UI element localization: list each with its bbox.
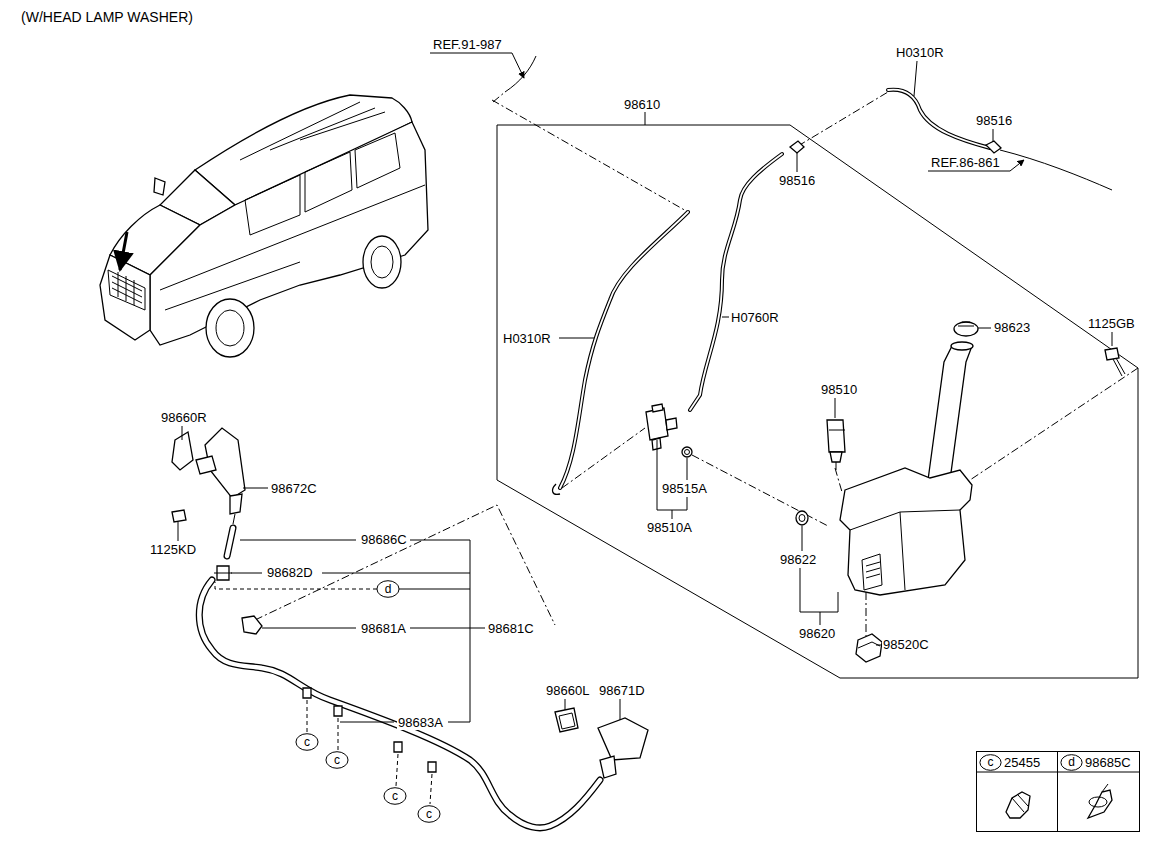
callout-letter: c: [383, 787, 407, 805]
part-label: H0760R: [730, 310, 780, 325]
callout-circle: d: [1060, 754, 1083, 771]
part-label: REF.86-861: [930, 155, 1001, 170]
part-label: 98683A: [397, 715, 444, 730]
part-label: 98520C: [882, 637, 930, 652]
callout-circle: c: [383, 787, 407, 805]
callout-letter: c: [295, 733, 319, 751]
part-label: 1125GB: [1087, 316, 1136, 331]
part-label: REF.91-987: [432, 37, 503, 52]
callout-letter: c: [325, 751, 349, 769]
part-label: 98681A: [360, 621, 407, 636]
part-label: 98660R: [160, 410, 208, 425]
diagram-title: (W/HEAD LAMP WASHER): [20, 10, 194, 25]
callout-letter: d: [376, 580, 400, 598]
part-number: 25455: [1004, 755, 1040, 770]
part-label: 98610: [623, 97, 661, 112]
part-label: 98672C: [270, 481, 318, 496]
part-label: 98660L: [545, 683, 590, 698]
table-cell: 25455c: [976, 751, 1058, 832]
part-label: 98671D: [598, 683, 646, 698]
part-number: 98685C: [1085, 755, 1131, 770]
assembly-outline: [497, 125, 1138, 678]
part-label: 98622: [779, 552, 817, 567]
part-label: 98620: [798, 626, 836, 641]
callout-letter: d: [1060, 754, 1083, 771]
callout-circle: c: [295, 733, 319, 751]
vehicle-illustration: [100, 95, 428, 357]
callout-circle: d: [376, 580, 400, 598]
callout-circle: c: [417, 805, 441, 823]
part-label: 98515A: [661, 481, 708, 496]
part-label: 98516: [778, 173, 816, 188]
part-label: 98510: [820, 382, 858, 397]
callout-circle: c: [325, 751, 349, 769]
part-label: 98682D: [266, 565, 314, 580]
callout-letter: c: [417, 805, 441, 823]
callout-letter: c: [979, 754, 1002, 771]
part-label: 98516: [975, 113, 1013, 128]
table-cell: 98685Cd: [1057, 751, 1140, 832]
part-label: 98686C: [360, 532, 408, 547]
part-label: 98510A: [646, 520, 693, 535]
part-label: H0310R: [895, 45, 945, 60]
part-label: 98623: [993, 320, 1031, 335]
callout-circle: c: [979, 754, 1002, 771]
part-label: 98681C: [487, 621, 535, 636]
part-label: H0310R: [502, 331, 552, 346]
assembly-lines: [255, 92, 1138, 636]
part-label: 1125KD: [149, 542, 197, 557]
